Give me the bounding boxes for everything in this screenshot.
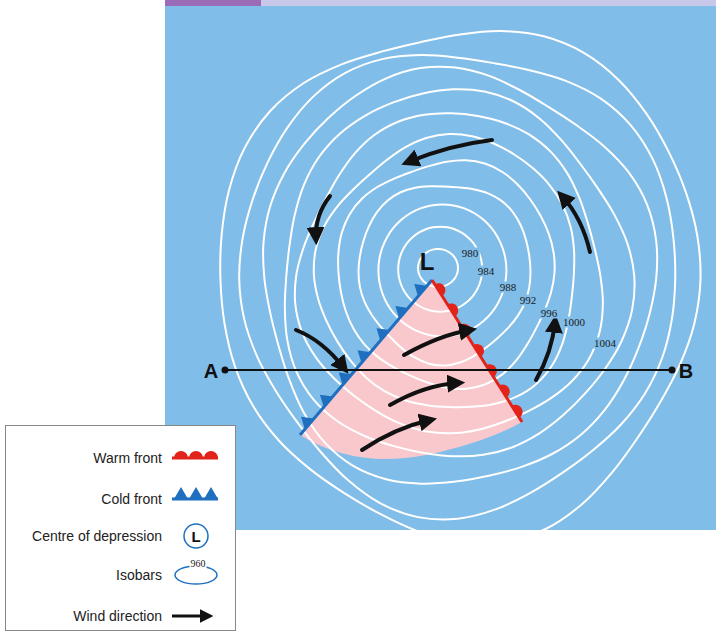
isobar-value: 1004: [593, 338, 617, 349]
isobar-value: 992: [519, 295, 538, 306]
warm-front: [432, 280, 522, 422]
top-strip-accent: [165, 0, 261, 6]
cold-front-symbol: [301, 417, 314, 429]
isobar: [378, 204, 506, 336]
section-line: [225, 369, 672, 371]
depression-centre: L: [420, 250, 435, 274]
cold-front-symbol: [414, 284, 427, 296]
legend-box: [6, 426, 236, 631]
isobar: [398, 227, 482, 312]
map-ground: [165, 0, 716, 530]
cold-front-symbol: [339, 373, 352, 385]
section-end: [222, 367, 229, 374]
legend-centre-symbol: L: [191, 529, 200, 544]
isobar: [358, 186, 530, 365]
cold-front-symbol: [320, 395, 333, 407]
isobar: [418, 249, 458, 287]
wind-arrows: [296, 140, 590, 450]
section-end-label: B: [679, 361, 693, 381]
cold-front-symbol: [358, 350, 371, 362]
isobar: [314, 134, 575, 407]
section-end: [669, 367, 676, 374]
legend-text: Wind direction: [12, 607, 162, 625]
cold-front: [300, 280, 432, 435]
section-end-label: A: [204, 361, 218, 381]
top-strip: [165, 0, 716, 6]
warm-front-symbol: [435, 283, 446, 296]
isobars: [220, 31, 700, 544]
legend-isobar-value: 960: [190, 559, 207, 569]
warm-front-symbol: [473, 344, 484, 357]
isobar: [285, 89, 635, 456]
isobar: [338, 160, 555, 389]
isobar-value: 988: [499, 282, 518, 293]
isobar: [239, 55, 675, 519]
legend-text: Isobars: [12, 566, 162, 584]
isobar-value: 984: [477, 266, 496, 277]
isobar-value: 996: [540, 308, 559, 319]
cold-front-symbol: [395, 306, 408, 318]
warm-front-symbol: [512, 405, 523, 418]
legend-samples: [172, 451, 218, 616]
cold-front-symbol: [376, 328, 389, 340]
isobar: [220, 31, 700, 544]
warm-front-symbol: [499, 385, 510, 398]
legend-text: Warm front: [12, 449, 162, 467]
isobar-value: 980: [461, 248, 480, 259]
isobar-value: 1000: [562, 317, 586, 328]
isobar: [263, 67, 657, 484]
warm-front-symbol: [448, 303, 459, 316]
legend-text: Centre of depression: [12, 527, 162, 545]
legend-text: Cold front: [12, 490, 162, 508]
